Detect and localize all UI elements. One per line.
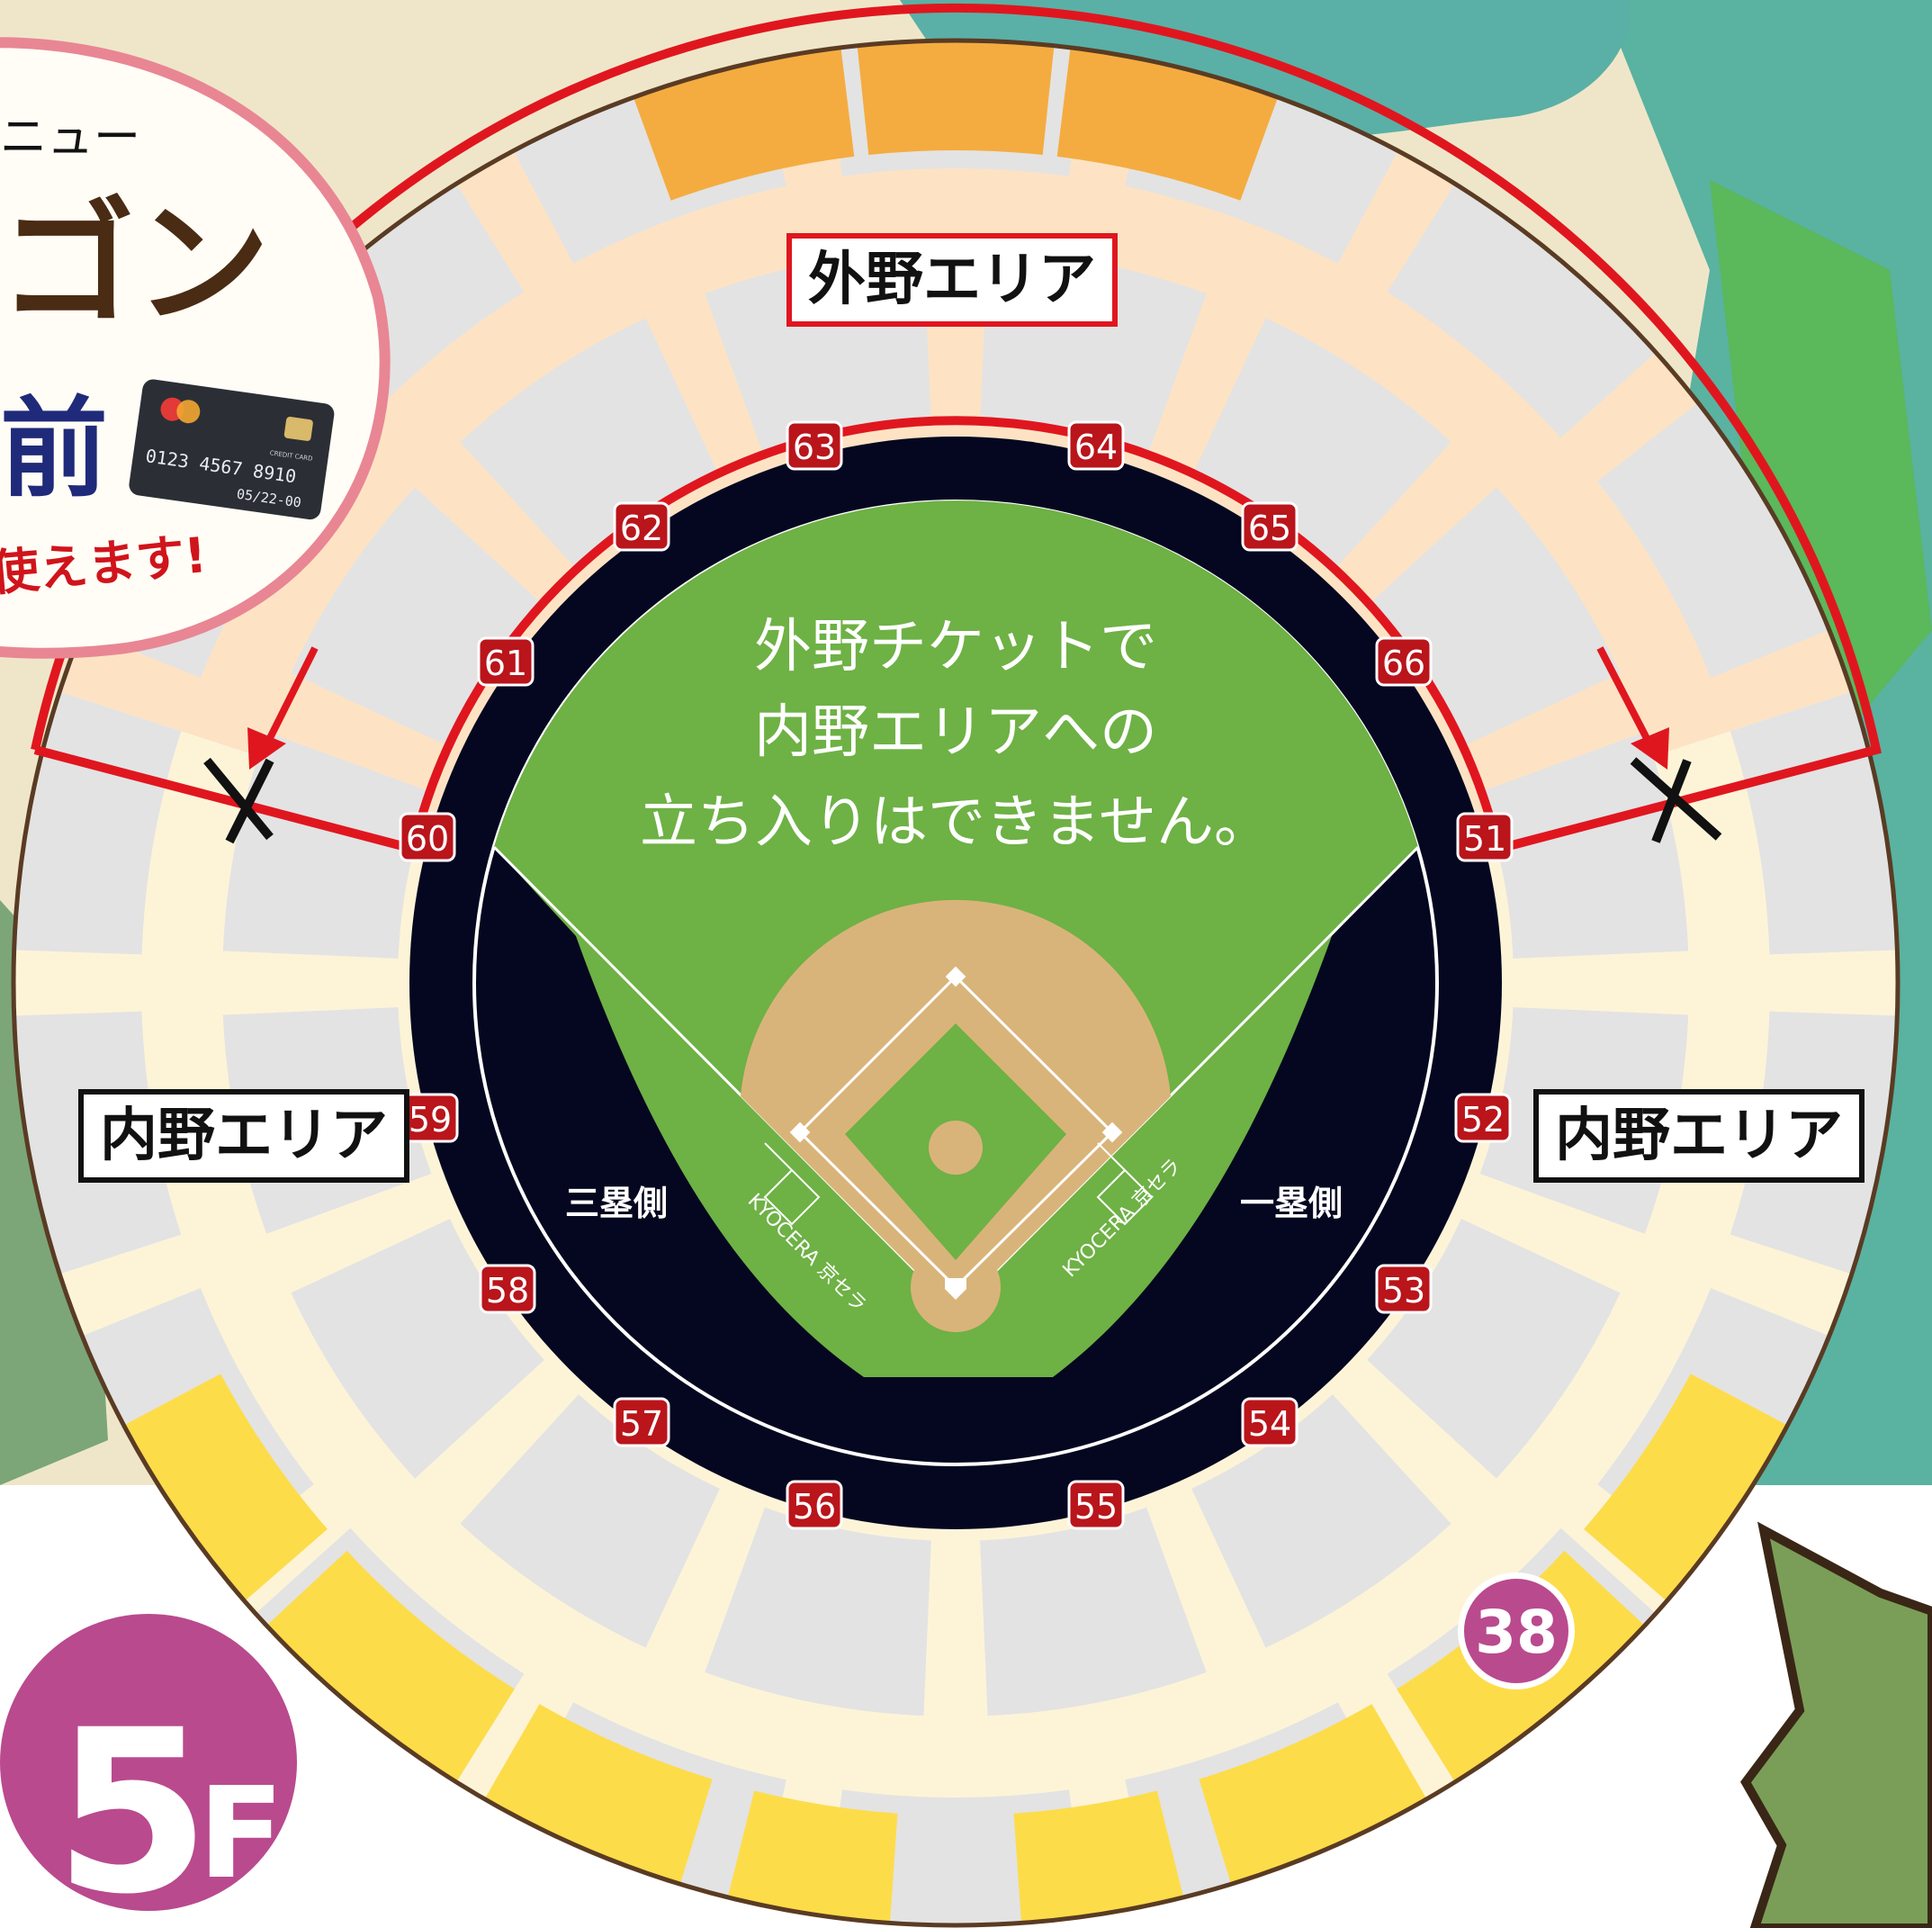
- notice-text: 外野チケットで 内野エリアへの 立ち入りはできません。: [640, 614, 1272, 856]
- third-base-side-label: 三塁側: [565, 1184, 668, 1223]
- gate-60[interactable]: 60: [399, 812, 456, 862]
- seat-section-inner: [460, 1394, 720, 1648]
- gate-number: 54: [1248, 1404, 1291, 1444]
- gate-markers: 51 52 53 54 55 56 57 58 59 60 61 62 63 64 65 66: [399, 420, 1514, 1530]
- gate-59[interactable]: 59: [401, 1093, 459, 1143]
- infield-stand-section: [266, 1550, 515, 1782]
- seat-section-outer: [1597, 402, 1829, 678]
- infield-area-label-left: 内野エリア: [78, 1089, 409, 1183]
- notice-line-2: 内野エリアへの: [754, 699, 1157, 766]
- gate-number: 64: [1074, 428, 1118, 467]
- credit-card-image: CREDIT CARD 0123 4567 8910 05/22-00: [129, 379, 335, 520]
- notice-line-3: 立ち入りはできません。: [640, 789, 1272, 856]
- gate-number: 60: [406, 819, 449, 859]
- gate-53[interactable]: 53: [1375, 1264, 1433, 1314]
- pitchers-mound: [929, 1121, 983, 1175]
- gate-62[interactable]: 62: [613, 501, 670, 552]
- gate-51[interactable]: 51: [1456, 812, 1514, 862]
- promo-line-3: 前: [0, 387, 108, 512]
- gate-57[interactable]: 57: [613, 1397, 670, 1447]
- gate-number: 57: [620, 1404, 663, 1444]
- no-entry-arrow-right: [1596, 646, 1722, 843]
- floor-unit: F: [198, 1761, 284, 1907]
- gate-61[interactable]: 61: [477, 636, 535, 687]
- no-entry-arrow-left: [203, 646, 319, 844]
- floor-number: 5: [54, 1681, 211, 1928]
- infield-stand-section: [727, 1790, 898, 1923]
- gate-64[interactable]: 64: [1067, 420, 1125, 471]
- outfield-stand-section: [1056, 47, 1279, 201]
- infield-stand-section: [1013, 1790, 1184, 1923]
- gate-number: 58: [486, 1271, 529, 1311]
- gate-number: 61: [484, 644, 527, 683]
- gate-number: 59: [409, 1100, 452, 1140]
- gate-56[interactable]: 56: [786, 1480, 843, 1530]
- baseball-field: [492, 500, 1420, 1377]
- promo-line-2: ゴン: [0, 186, 270, 343]
- gate-55[interactable]: 55: [1067, 1480, 1125, 1530]
- gate-66[interactable]: 66: [1375, 636, 1433, 687]
- promo-line-1: ニュー: [0, 111, 140, 165]
- gate-65[interactable]: 65: [1241, 501, 1298, 552]
- gate-58[interactable]: 58: [479, 1264, 536, 1314]
- seat-section-inner: [980, 1507, 1207, 1716]
- promo-bubble: ニュー ゴン 前 使えます! CREDIT CARD 0123 4567 891…: [0, 37, 391, 659]
- infield-area-label-right: 内野エリア: [1533, 1089, 1865, 1183]
- seat-section-inner: [1479, 732, 1689, 959]
- gate-54[interactable]: 54: [1241, 1397, 1298, 1447]
- shop-marker[interactable]: 38: [1458, 1572, 1575, 1689]
- gate-number: 55: [1074, 1487, 1118, 1527]
- seat-section-inner: [1191, 1394, 1451, 1648]
- gate-number: 65: [1248, 509, 1291, 548]
- outfield-area-label: 外野エリア: [786, 233, 1118, 327]
- infield-stand-section: [1584, 1374, 1788, 1601]
- gate-number: 51: [1463, 819, 1506, 859]
- gate-number: 66: [1382, 644, 1425, 683]
- gate-52[interactable]: 52: [1454, 1093, 1512, 1143]
- seat-section-inner: [705, 1507, 931, 1716]
- outfield-stand-section: [857, 41, 1055, 156]
- gate-number: 53: [1382, 1271, 1425, 1311]
- shop-marker-number: 38: [1475, 1598, 1558, 1667]
- seat-section-inner: [222, 732, 432, 959]
- gate-63[interactable]: 63: [786, 420, 843, 471]
- gate-number: 62: [620, 509, 663, 548]
- infield-stand-section: [123, 1374, 328, 1601]
- gate-number: 56: [793, 1487, 836, 1527]
- seat-section-outer: [1387, 184, 1657, 438]
- gate-number: 52: [1461, 1100, 1505, 1140]
- outfield-walkway: [185, 173, 1726, 755]
- floor-badge: 5 F: [0, 1614, 297, 1928]
- outfield-stand-section: [633, 47, 855, 201]
- first-base-side-label: 一塁側: [1240, 1184, 1343, 1223]
- notice-line-1: 外野チケットで: [754, 614, 1157, 680]
- infield-stand-section: [484, 1704, 713, 1885]
- gate-number: 63: [793, 428, 836, 467]
- infield-stand-section: [1199, 1704, 1427, 1885]
